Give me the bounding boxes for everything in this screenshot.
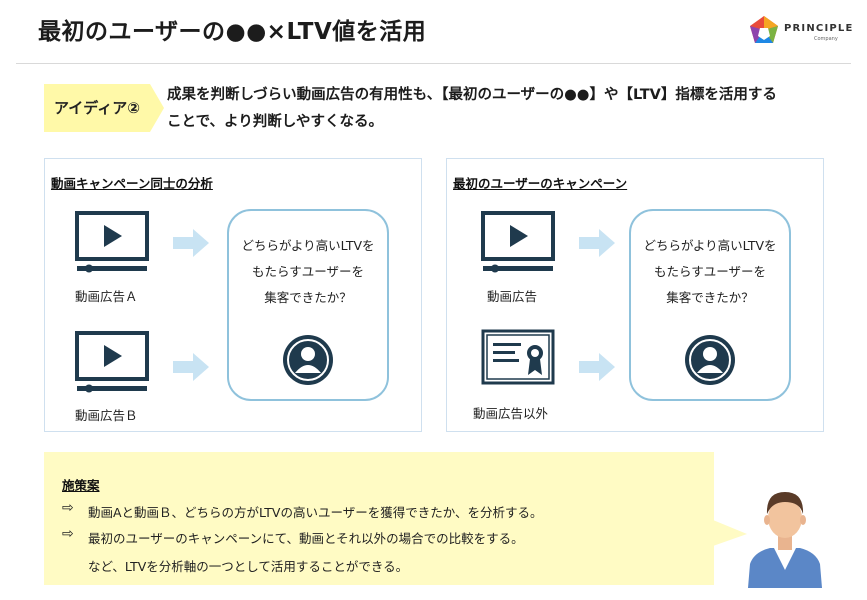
question-bubble: どちらがより高いLTVを もたらすユーザーを 集客できたか？	[227, 209, 389, 401]
idea-description: 成果を判断しづらい動画広告の有用性も、【最初のユーザーの●●】や【LTV】指標を…	[167, 82, 847, 136]
company-logo: PRINCIPLE Company	[748, 14, 858, 48]
bubble-text: どちらがより高いLTVを もたらすユーザーを 集客できたか？	[229, 233, 387, 311]
arrow-right-icon	[173, 353, 209, 381]
pentagon-logo-icon	[750, 16, 778, 43]
measure-item-1: 動画Aと動画Ｂ、どちらの方がLTVの高いユーザーを獲得できたか、を分析する。	[88, 505, 543, 520]
page-title: 最初のユーザーの●●×LTV値を活用	[38, 19, 427, 45]
bullet-arrow-icon: ⇨	[62, 500, 74, 516]
idea-label-text: アイディア②	[54, 99, 140, 117]
arrow-right-icon	[579, 353, 615, 381]
measure-note: など、LTVを分析軸の一つとして活用することができる。	[88, 559, 409, 574]
idea-label: アイディア②	[44, 84, 164, 132]
left-panel-title: 動画キャンペーン同士の分析	[51, 176, 213, 191]
bubble-line-2: もたらすユーザーを	[251, 264, 364, 279]
person-illustration	[748, 492, 822, 588]
user-avatar-icon	[283, 335, 333, 385]
logo-sub: Company	[814, 36, 838, 42]
arrow-right-icon	[173, 229, 209, 257]
bubble-line-1: どちらがより高いLTVを	[643, 238, 777, 253]
ad-other-label: 動画広告以外	[473, 406, 549, 421]
measure-item-2: 最初のユーザーのキャンペーンにて、動画とそれ以外の場合での比較をする。	[88, 531, 524, 546]
right-panel: 最初のユーザーのキャンペーン 動画広告 動画広告以外 どちらがより高いLTVを …	[446, 158, 824, 432]
ad-video-label: 動画広告	[487, 289, 538, 304]
video-player-icon	[75, 211, 149, 273]
arrow-right-icon	[579, 229, 615, 257]
bubble-line-3: 集客できたか？	[666, 290, 754, 305]
bubble-line-3: 集客できたか？	[264, 290, 352, 305]
speech-tail	[713, 520, 747, 546]
idea-label-shape	[44, 84, 164, 132]
user-avatar-icon	[685, 335, 735, 385]
measures-title: 施策案	[62, 478, 100, 493]
measures-panel	[44, 452, 714, 585]
bubble-line-1: どちらがより高いLTVを	[241, 238, 375, 253]
right-panel-title: 最初のユーザーのキャンペーン	[453, 176, 628, 191]
ad-a-label: 動画広告Ａ	[75, 289, 138, 304]
video-player-icon	[481, 211, 555, 273]
left-panel: 動画キャンペーン同士の分析 動画広告Ａ 動画広告Ｂ どちらがより高いLTVを も…	[44, 158, 422, 432]
video-player-icon	[75, 331, 149, 393]
logo-name: PRINCIPLE	[784, 23, 854, 34]
certificate-icon	[481, 329, 555, 385]
header-divider	[16, 63, 851, 64]
bubble-text: どちらがより高いLTVを もたらすユーザーを 集客できたか？	[631, 233, 789, 311]
idea-line-1: 成果を判断しづらい動画広告の有用性も、【最初のユーザーの●●】や【LTV】指標を…	[167, 87, 777, 103]
bullet-arrow-icon: ⇨	[62, 526, 74, 542]
idea-line-2: ことで、より判断しやすくなる。	[167, 114, 384, 130]
ad-b-label: 動画広告Ｂ	[75, 408, 138, 423]
question-bubble: どちらがより高いLTVを もたらすユーザーを 集客できたか？	[629, 209, 791, 401]
bubble-line-2: もたらすユーザーを	[653, 264, 766, 279]
